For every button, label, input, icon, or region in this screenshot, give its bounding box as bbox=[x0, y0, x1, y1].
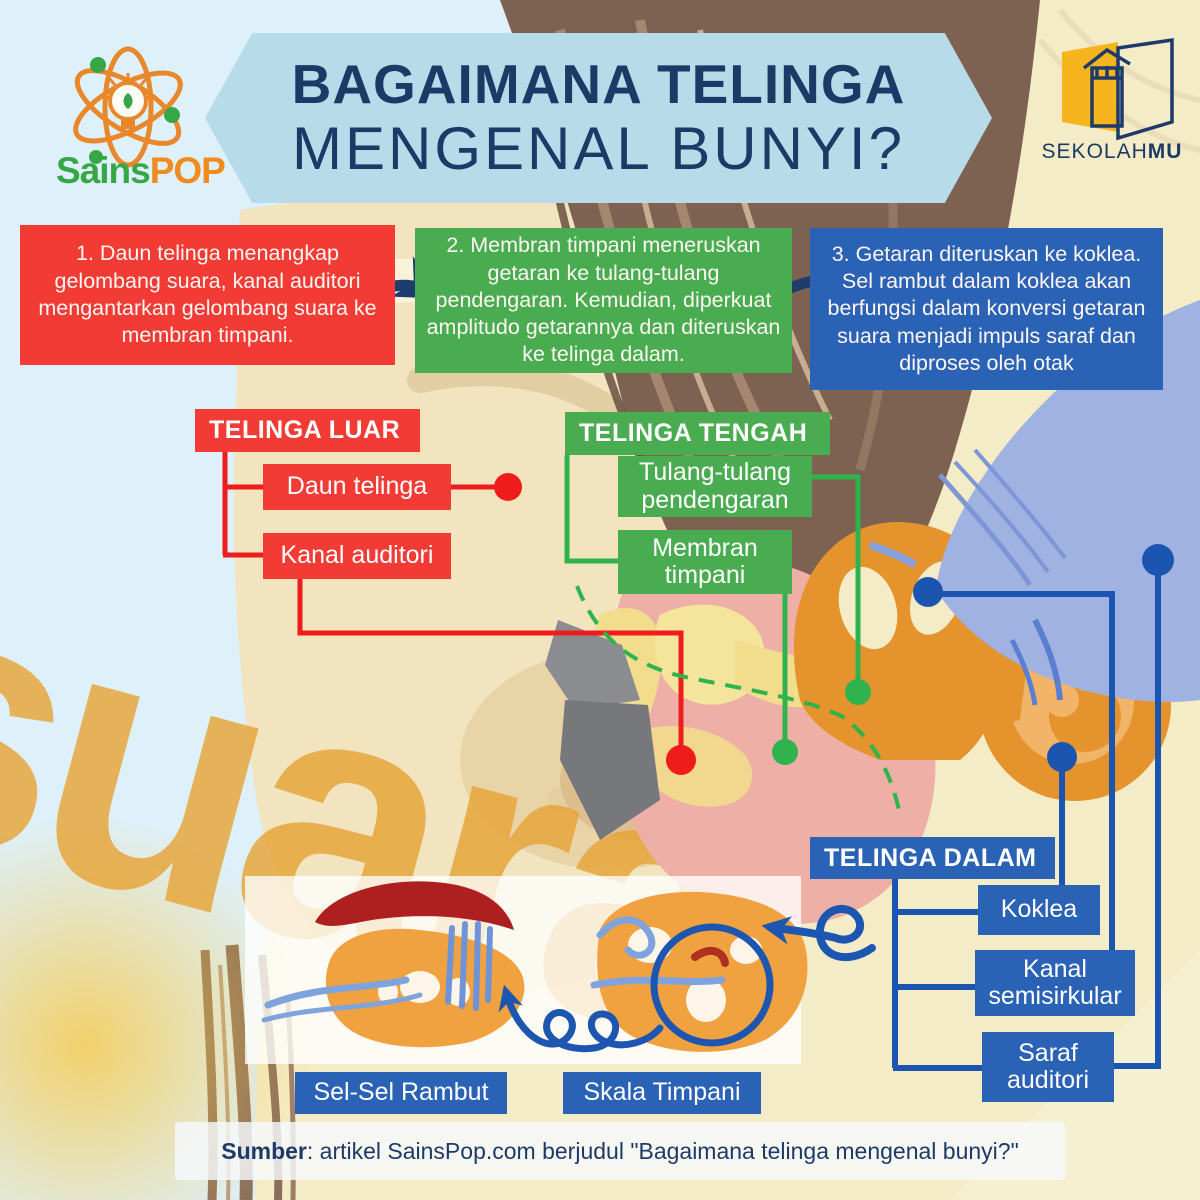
label-tulang-pendengaran: Tulang-tulang pendengaran bbox=[618, 456, 812, 517]
step-box-2: 2. Membran timpani meneruskan getaran ke… bbox=[415, 228, 792, 373]
section-header-telinga-tengah: TELINGA TENGAH bbox=[565, 412, 830, 455]
sainspop-logo bbox=[73, 46, 183, 168]
eardrum-illustration bbox=[545, 620, 660, 840]
partner-mu: MU bbox=[1147, 140, 1183, 163]
section-header-telinga-dalam: TELINGA DALAM bbox=[810, 837, 1055, 879]
membran-timpani-dot bbox=[772, 739, 798, 765]
title-line2: MENGENAL BUNYI? bbox=[292, 115, 905, 183]
partner-sekolah: SEKOLAH bbox=[1041, 140, 1148, 163]
label-koklea: Koklea bbox=[978, 885, 1100, 935]
step-box-3: 3. Getaran diteruskan ke koklea. Sel ram… bbox=[810, 228, 1163, 390]
source-text: : artikel SainsPop.com berjudul "Bagaima… bbox=[306, 1137, 1019, 1164]
outer-ear-connectors bbox=[222, 450, 684, 752]
curly-arrow-to-hair-cells bbox=[498, 984, 664, 1053]
inset-annotations bbox=[498, 905, 876, 1053]
kanal-semisirkular-dot bbox=[913, 577, 943, 607]
step-box-1: 1. Daun telinga menangkap gelombang suar… bbox=[20, 225, 395, 365]
label-saraf-auditori: Saraf auditori bbox=[982, 1032, 1114, 1102]
source-credit: Sumber: artikel SainsPop.com berjudul "B… bbox=[175, 1122, 1065, 1180]
yellow-page bbox=[1062, 42, 1118, 132]
title-line1: BAGAIMANA TELINGA bbox=[291, 52, 906, 115]
electron-dots bbox=[89, 57, 180, 164]
magnify-circle bbox=[650, 923, 774, 1047]
label-kanal-auditori: Kanal auditori bbox=[263, 533, 451, 579]
book-tower-icon bbox=[1082, 37, 1174, 141]
daun-telinga-dot bbox=[494, 473, 522, 501]
sekolahmu-wordmark: SEKOLAHMU bbox=[1022, 140, 1200, 164]
loop-arrow-into-circle bbox=[761, 905, 876, 961]
auditory-nerve-illustration bbox=[868, 300, 1200, 706]
tulang-pendengaran-dot bbox=[845, 679, 871, 705]
label-sel-sel-rambut: Sel-Sel Rambut bbox=[295, 1072, 507, 1114]
label-skala-timpani: Skala Timpani bbox=[563, 1072, 761, 1114]
hair-cells-diagram bbox=[261, 881, 525, 1048]
section-header-telinga-luar: TELINGA LUAR bbox=[195, 409, 420, 452]
scala-tympani-diagram bbox=[590, 891, 808, 1052]
brand-sains: Sains bbox=[56, 150, 151, 191]
title-banner: BAGAIMANA TELINGA MENGENAL BUNYI? bbox=[205, 33, 992, 203]
label-kanal-semisirkular: Kanal semisirkular bbox=[975, 950, 1135, 1016]
lightbulb-icon bbox=[103, 73, 153, 129]
label-membran-timpani: Membran timpani bbox=[618, 530, 792, 594]
corner-arcs bbox=[1037, 8, 1200, 153]
label-daun-telinga: Daun telinga bbox=[263, 464, 451, 510]
step-1-text: 1. Daun telinga menangkap gelombang suar… bbox=[38, 241, 377, 348]
kanal-auditori-dot bbox=[666, 745, 696, 775]
sekolahmu-logo bbox=[1062, 37, 1174, 141]
step-2-text: 2. Membran timpani meneruskan getaran ke… bbox=[426, 233, 781, 367]
koklea-dot bbox=[1047, 742, 1077, 772]
middle-ear-connectors bbox=[564, 455, 902, 816]
step-3-text: 3. Getaran diteruskan ke koklea. Sel ram… bbox=[827, 241, 1146, 375]
brand-pop: POP bbox=[149, 150, 226, 191]
sainspop-wordmark: SainsPOP bbox=[56, 150, 226, 192]
source-label: Sumber bbox=[221, 1137, 307, 1164]
inner-ear-connectors bbox=[892, 560, 1161, 1071]
warm-glow bbox=[0, 815, 315, 1200]
saraf-auditori-dot bbox=[1142, 544, 1174, 576]
